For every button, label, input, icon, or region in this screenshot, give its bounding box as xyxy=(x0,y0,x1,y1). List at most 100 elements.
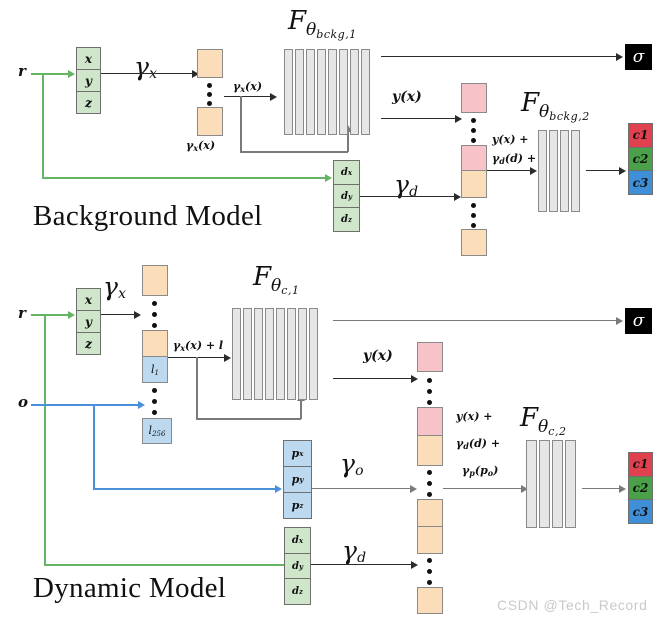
dyn-color-output: c1 c2 c3 xyxy=(628,452,653,524)
dyn-feat-dot-3 xyxy=(427,400,432,405)
bg-ray-label: r xyxy=(18,62,26,80)
bg-position-vector: x y z xyxy=(76,47,101,114)
bg-feature-pink-mid xyxy=(461,145,487,171)
dyn-obj-line-h xyxy=(31,404,143,406)
dyn-feat-dot-4 xyxy=(427,470,432,475)
bg-sum-line1: y(x) + xyxy=(492,133,529,146)
dyn-feature-orange-1 xyxy=(417,435,443,466)
dyn-gamma-d-arrow xyxy=(411,561,418,569)
dyn-obj-arrow-pose xyxy=(275,485,282,493)
dyn-mlp1-layer xyxy=(276,308,285,400)
dyn-model-title: Dynamic Model xyxy=(33,572,227,604)
bg-sigma-line xyxy=(381,56,618,57)
dyn-feature-orange-3 xyxy=(417,526,443,554)
bg-sigma-arrow xyxy=(616,53,623,61)
dyn-mlp1-layer xyxy=(232,308,241,400)
bg-ray-line-to-dir xyxy=(42,177,327,179)
dyn-latent-l1-label: l1 xyxy=(151,362,159,377)
dyn-ray-arrow-pos xyxy=(68,311,75,319)
bg-model-title: Background Model xyxy=(33,200,263,232)
dyn-color-c3: c3 xyxy=(629,500,652,524)
dyn-skip-horiz xyxy=(196,418,301,420)
bg-arrow-pos-to-enc-line xyxy=(101,73,193,74)
dyn-concat-arrow xyxy=(224,354,231,362)
bg-feature-orange-bottom xyxy=(461,229,487,256)
dyn-mlp1-layer xyxy=(243,308,252,400)
bg-mlp1-title: Fθbckg,1 xyxy=(288,6,357,41)
dyn-object-label: o xyxy=(18,393,29,411)
bg-pos-cell-x: x xyxy=(77,48,100,70)
dyn-latent-block-l1: l1 xyxy=(142,356,168,383)
bg-feature-dot-6 xyxy=(471,223,476,228)
dyn-concat-label: γx(x) + l xyxy=(173,339,224,353)
bg-mlp1-layer xyxy=(361,49,370,135)
dyn-feat-dot-7 xyxy=(427,558,432,563)
dyn-feature-orange-2 xyxy=(417,499,443,527)
dyn-mlp2-layer xyxy=(526,440,537,528)
dyn-lat-dot-6 xyxy=(152,410,157,415)
bg-color-line xyxy=(586,170,621,171)
bg-mlp1-layer xyxy=(317,49,326,135)
dyn-feat-dot-8 xyxy=(427,569,432,574)
dyn-ray-line-h xyxy=(31,314,71,316)
dyn-position-vector: x y z xyxy=(76,288,101,355)
bg-feature-dot-1 xyxy=(471,118,476,123)
bg-pos-cell-z: z xyxy=(77,92,100,113)
bg-pos-cell-y: y xyxy=(77,70,100,92)
bg-yx-label: y(x) xyxy=(392,89,422,105)
bg-feature-dot-5 xyxy=(471,213,476,218)
dyn-gamma-o-label: γo xyxy=(340,449,364,479)
dyn-lat-dot-3 xyxy=(152,323,157,328)
bg-sum-to-mlp2-arrow xyxy=(530,167,537,175)
dyn-latent-block-l256: l256 xyxy=(142,418,172,444)
bg-mlp1-layer xyxy=(306,49,315,135)
bg-skip-horiz xyxy=(240,151,348,153)
dyn-pos-cell-y: y xyxy=(77,311,100,333)
bg-feature-orange-mid xyxy=(461,170,487,198)
dyn-feature-pink-top xyxy=(417,342,443,372)
dyn-gamma-d-label: γd xyxy=(342,536,367,566)
bg-gammax-block-bottom xyxy=(197,107,223,136)
bg-yx-arrow xyxy=(455,115,462,123)
dyn-gamma-o-arrow xyxy=(410,485,417,493)
dyn-sigma-output: σ xyxy=(625,308,652,334)
dyn-mlp2-title: Fθc,2 xyxy=(520,403,567,438)
bg-ray-arrow-pos xyxy=(68,70,75,78)
dyn-ray-line-v xyxy=(44,314,46,565)
dyn-obj-line-to-pose xyxy=(93,488,277,490)
bg-gammax-edge-label: γx(x) xyxy=(233,80,263,94)
dyn-mlp1-layer xyxy=(309,308,318,400)
dyn-mlp1-title: Fθc,1 xyxy=(253,262,300,297)
dyn-yx-label: y(x) xyxy=(363,348,393,364)
dyn-mlp1-layer xyxy=(298,308,307,400)
dyn-pos-cell-x: x xyxy=(77,289,100,311)
bg-color-c3: c3 xyxy=(629,171,652,195)
dyn-feat-dot-9 xyxy=(427,580,432,585)
bg-gamma-d-label: γd xyxy=(394,170,419,200)
bg-gammax-block-top xyxy=(197,49,223,78)
dyn-mlp2 xyxy=(526,440,582,528)
bg-skip-up xyxy=(347,131,349,152)
bg-sigma-output: σ xyxy=(625,44,652,70)
bg-mlp2 xyxy=(538,130,586,212)
dyn-lat-dot-2 xyxy=(152,312,157,317)
bg-gammax-dot-3 xyxy=(207,101,212,106)
dyn-yx-line xyxy=(333,378,413,379)
bg-mlp2-layer xyxy=(549,130,558,212)
bg-yx-line xyxy=(381,118,457,119)
dyn-sum-line2: γd(d) + xyxy=(456,437,501,451)
dyn-obj-line-v xyxy=(93,404,95,489)
dyn-pos-cell-z: z xyxy=(77,333,100,354)
bg-feature-dot-4 xyxy=(471,203,476,208)
bg-color-c2: c2 xyxy=(629,147,652,172)
bg-enc-to-mlp-arrow xyxy=(270,93,277,101)
bg-mlp1-layer xyxy=(284,49,293,135)
bg-mlp1-layer xyxy=(295,49,304,135)
bg-sum-line2: γd(d) + xyxy=(492,152,537,166)
dyn-mlp1-layer xyxy=(265,308,274,400)
